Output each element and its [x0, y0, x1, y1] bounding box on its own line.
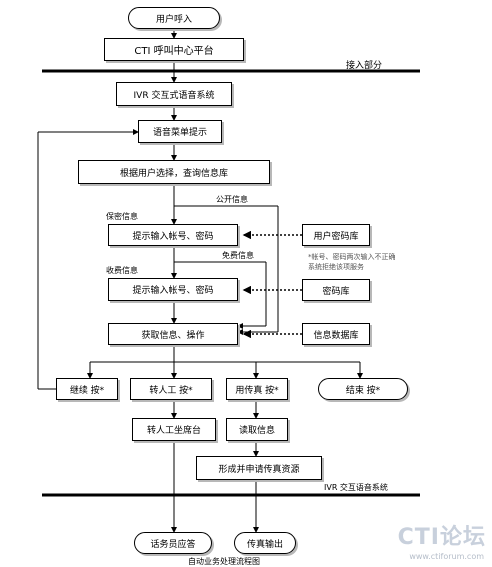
access-part-label: 接入部分 — [346, 61, 383, 71]
read-info-node: 读取信息 — [226, 418, 288, 441]
fax-key-node: 用传真 按* — [226, 378, 288, 400]
ctiforum-watermark: CTI论坛 — [397, 525, 486, 550]
input-pwd-node: 提示输入帐号、密码 — [108, 278, 238, 301]
voice-menu-label: 语音菜单提示 — [152, 128, 207, 138]
public-info-label: 公开信息 — [216, 195, 248, 204]
secret-info-label: 保密信息 — [106, 212, 138, 221]
end-key-label: 结束 按* — [345, 385, 381, 396]
ivr-system-label: IVR 交互式语音系统 — [133, 90, 215, 101]
pwd-db-node: 密码库 — [302, 279, 370, 301]
agent-desk-node: 转人工坐席台 — [132, 418, 216, 441]
end-key-node: 结束 按* — [318, 378, 408, 400]
pwd-rejection-note: *帐号、密码两次输入不正确 系统拒绝该项服务 — [308, 253, 396, 271]
query-db-node: 根据用户选择，查询信息库 — [78, 160, 270, 184]
fax-resource-node: 形成并申请传真资源 — [196, 456, 322, 480]
transfer-key-label: 转人工 按* — [149, 385, 193, 396]
ivr-system-node: IVR 交互式语音系统 — [116, 82, 232, 106]
user-pwd-db-label: 用户密码库 — [313, 231, 359, 242]
free-info-label: 免费信息 — [222, 251, 254, 260]
transfer-key-node: 转人工 按* — [130, 378, 212, 400]
query-db-label: 根据用户选择，查询信息库 — [119, 168, 228, 179]
user-call-label: 用户呼入 — [155, 14, 192, 25]
user-call-node: 用户呼入 — [128, 7, 220, 29]
input-account-pwd-node: 提示输入帐号、密码 — [108, 224, 238, 246]
get-info-label: 获取信息、操作 — [141, 330, 205, 341]
read-info-label: 读取信息 — [238, 426, 275, 436]
diagram-caption: 自动业务处理流程图 — [188, 557, 260, 566]
fax-key-label: 用传真 按* — [235, 385, 279, 396]
ctiforum-url: www.ctiforum.com — [409, 552, 484, 561]
get-info-node: 获取信息、操作 — [108, 323, 238, 345]
agent-answer-label: 话务员应答 — [150, 539, 196, 550]
info-db-label: 信息数据库 — [313, 330, 359, 341]
charge-info-label: 收费信息 — [106, 266, 138, 275]
ivr-bottom-label: IVR 交互语音系统 — [324, 483, 388, 492]
user-pwd-db-node: 用户密码库 — [302, 224, 370, 246]
continue-key-label: 继续 按* — [69, 385, 105, 396]
voice-menu-node: 语音菜单提示 — [138, 120, 222, 143]
agent-answer-node: 话务员应答 — [134, 532, 212, 554]
fax-resource-label: 形成并申请传真资源 — [218, 464, 300, 475]
input-pwd-label: 提示输入帐号、密码 — [132, 286, 214, 296]
continue-key-node: 继续 按* — [56, 378, 118, 400]
fax-output-node: 传真输出 — [234, 532, 296, 554]
cti-platform-label: CTI 呼叫中心平台 — [134, 46, 214, 57]
cti-platform-node: CTI 呼叫中心平台 — [104, 38, 244, 61]
pwd-db-label: 密码库 — [322, 286, 350, 297]
input-account-pwd-label: 提示输入帐号、密码 — [132, 231, 214, 242]
fax-output-label: 传真输出 — [246, 539, 283, 550]
agent-desk-label: 转人工坐席台 — [146, 426, 201, 436]
info-db-node: 信息数据库 — [302, 323, 370, 345]
